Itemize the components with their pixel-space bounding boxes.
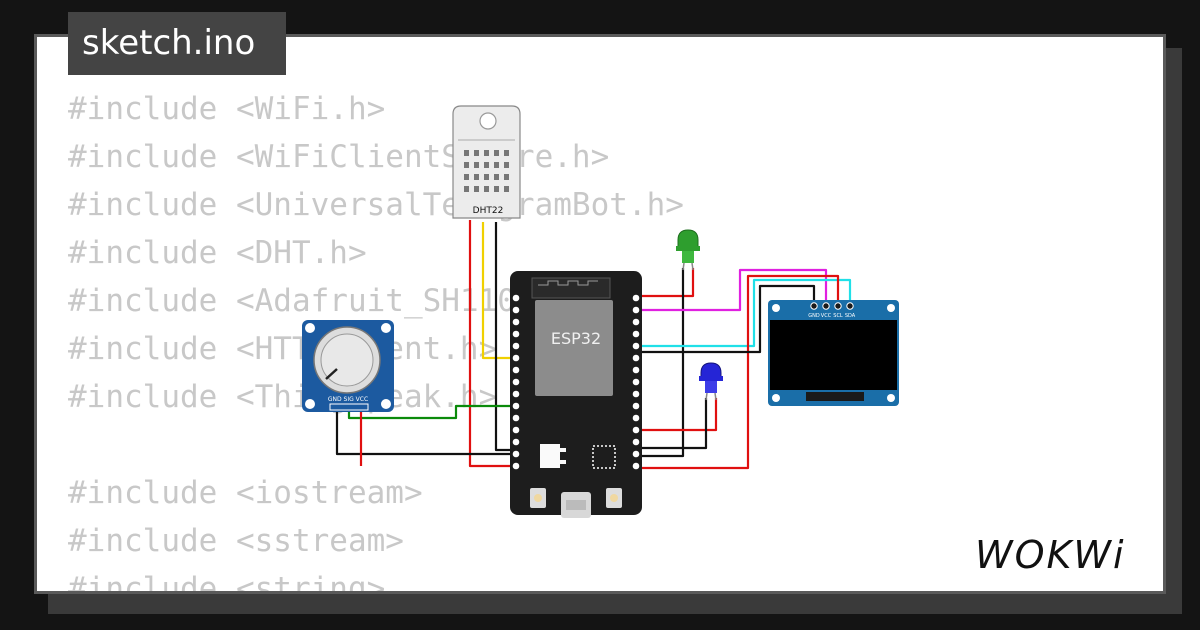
wire-led-green-anode [634,268,695,298]
led-blue[interactable] [699,362,723,401]
pot-pin-labels: GND SIG VCC [328,396,368,403]
led-green[interactable] [676,229,700,271]
code-line: #include <iostream> [68,475,423,511]
dht22-grille [464,150,509,192]
oled-screen [770,320,897,390]
code-background: #include <WiFi.h> #include <WiFiClientSec… [68,85,684,594]
wire-pot-sig [347,404,516,420]
code-line: #include <WiFi.h> [68,91,386,127]
wokwi-logo-text: WOKWi [975,533,1126,577]
wire-dht-gnd [494,222,516,452]
pot-indicator [325,368,338,380]
code-line: #include <WiFiClientSecure.h> [68,139,610,175]
wire-dht-data [481,222,516,360]
code-line: #include <DHT.h> [68,235,367,271]
wire-oled-scl [634,278,852,348]
wire-led-blue-cathode [634,398,708,450]
code-line: #include <string> [68,571,386,594]
esp32-pins-left [512,294,520,470]
oled-display[interactable]: GND VCC SCL SDA [768,300,899,406]
wokwi-logo: WOKWi [975,533,1126,577]
potentiometer[interactable]: GND SIG VCC [302,320,394,412]
code-line: #include <sstream> [68,523,404,559]
wire-led-green-cathode [634,268,685,458]
wire-oled-vcc [634,274,840,470]
oled-pin-vcc: VCC [821,313,832,319]
dht22-label: DHT22 [473,206,504,216]
file-tab[interactable]: sketch.ino [68,12,286,75]
wire-dht-vcc [468,220,516,468]
oled-pin-scl: SCL [833,313,843,319]
wire-led-blue-anode [634,398,718,432]
esp32-buttons [530,488,622,508]
wire-pot-gnd [335,410,516,456]
oled-pins [810,302,854,310]
oled-pin-gnd: GND [808,313,820,319]
esp32-pins-right [632,294,640,470]
dht22-sensor[interactable]: DHT22 [452,105,521,219]
esp32-board[interactable]: ESP32 [510,271,642,518]
oled-pin-sda: SDA [845,313,856,319]
esp32-label: ESP32 [551,329,601,348]
